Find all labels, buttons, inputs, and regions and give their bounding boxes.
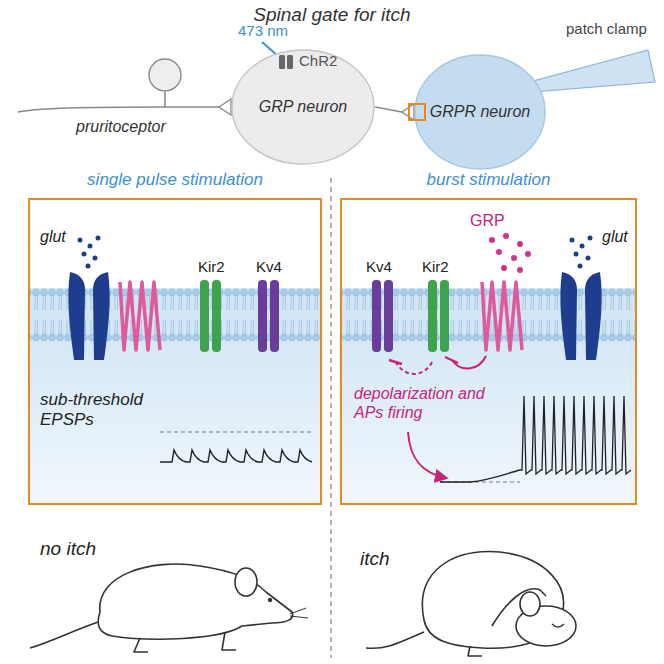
diagram-title: Spinal gate for itch bbox=[0, 4, 664, 26]
axon-line bbox=[375, 107, 402, 112]
trace-label: depolarization and APs firing bbox=[354, 384, 504, 422]
peptide-label: GRP bbox=[470, 212, 505, 230]
wavelength-label: 473 nm bbox=[238, 22, 288, 39]
neuron-soma: pruritoceptor bbox=[148, 58, 182, 92]
chr2-icon bbox=[279, 55, 285, 69]
electrode-label: patch clamp bbox=[566, 20, 647, 37]
synaptic-terminal bbox=[219, 99, 231, 115]
cell-outline bbox=[232, 50, 374, 164]
neuron-cell: GRPR neuron bbox=[414, 54, 546, 170]
chr2-icon bbox=[287, 55, 293, 69]
soma-circle bbox=[148, 58, 182, 92]
channel-label: Kv4 bbox=[366, 258, 392, 275]
transmitter-label: glut bbox=[40, 228, 66, 246]
synapse-highlight bbox=[409, 104, 425, 120]
trace-label: sub-threshold EPSPs bbox=[40, 390, 158, 431]
channel-label: Kir2 bbox=[198, 258, 225, 275]
opsin-label: ChR2 bbox=[299, 52, 337, 69]
cell-text: GRPR neuron bbox=[414, 54, 546, 170]
channel-label: Kv4 bbox=[256, 258, 282, 275]
behavior-label: no itch bbox=[40, 538, 96, 560]
cell-label: GRPR neuron bbox=[430, 103, 531, 121]
cell-label: GRP neuron bbox=[259, 98, 347, 116]
transmitter-label: glut bbox=[602, 228, 628, 246]
panel-heading: burst stimulation bbox=[340, 170, 637, 190]
panel-border bbox=[340, 198, 637, 505]
panel-border bbox=[28, 198, 322, 505]
panel-heading: single pulse stimulation bbox=[28, 170, 322, 190]
soma-outline bbox=[149, 59, 181, 91]
axon-connector bbox=[165, 92, 231, 115]
stimulation-panel: single pulse stimulation bbox=[28, 168, 322, 505]
axon-line bbox=[165, 92, 219, 107]
channel-label: Kir2 bbox=[422, 258, 449, 275]
cell-outline bbox=[415, 55, 545, 169]
neuron-label: pruritoceptor bbox=[76, 118, 166, 136]
behavior-label: itch bbox=[360, 548, 390, 570]
